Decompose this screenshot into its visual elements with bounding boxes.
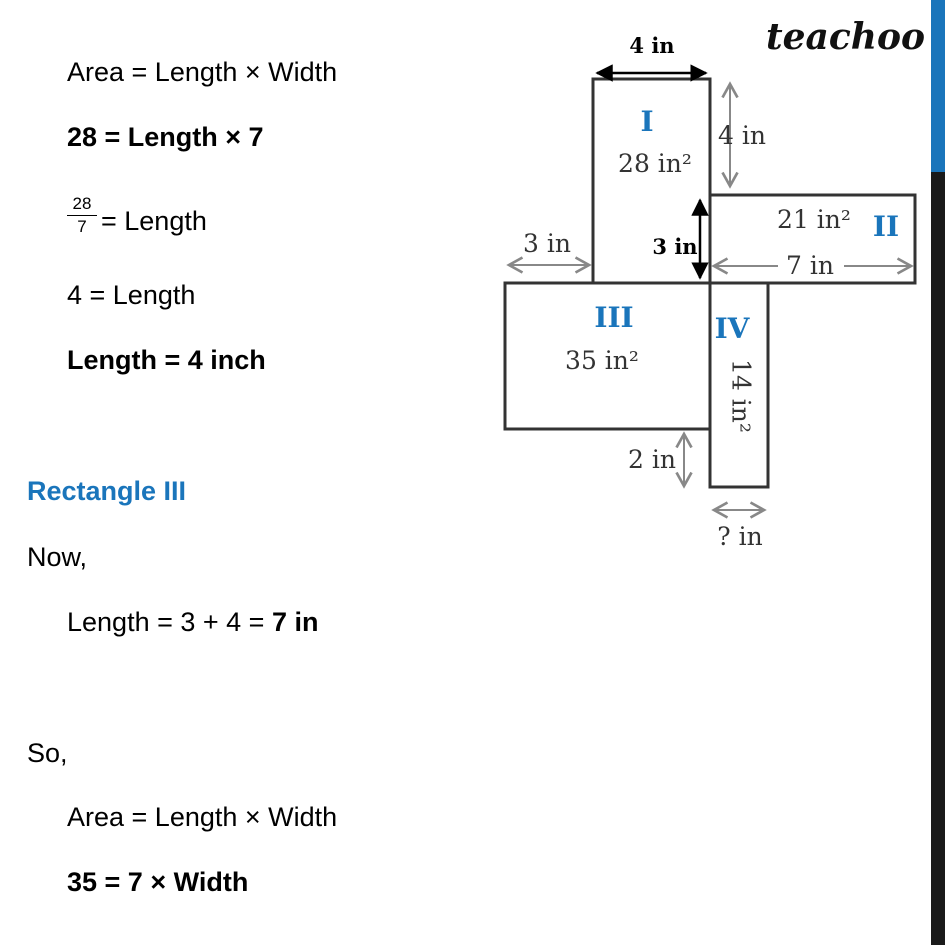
- inner-dim-label: 3 in: [652, 234, 697, 259]
- left-dim-label: 3 in: [523, 229, 571, 258]
- section-heading-rectangle-iii: Rectangle III: [27, 476, 187, 506]
- equation-equals-length: = Length: [101, 206, 207, 236]
- equation-area-formula-2: Area = Length × Width: [67, 802, 338, 832]
- teachoo-logo: teachoo: [766, 16, 925, 58]
- equation-4-length: 4 = Length: [67, 280, 196, 310]
- equation-length-sum-prefix: Length = 3 + 4 =: [67, 607, 272, 637]
- rect3-area-label: 35 in²: [565, 346, 639, 375]
- unknown-dim-label: ? in: [717, 522, 762, 551]
- equation-28-length-7: 28 = Length × 7: [67, 122, 264, 152]
- rect3-roman-label: III: [594, 301, 633, 334]
- rect1-side-label: 4 in: [718, 121, 766, 150]
- right-sidebar-bar: [931, 0, 945, 945]
- bottom-dim-label: 2 in: [628, 445, 676, 474]
- rect4-area-label: 14 in²: [727, 359, 756, 433]
- sidebar-accent: [931, 0, 945, 172]
- fraction-28-over-7: 28 7: [67, 194, 97, 237]
- rect4-roman-label: IV: [715, 312, 751, 345]
- rect2-len-label: 7 in: [786, 251, 834, 280]
- rect1-roman-label: I: [640, 105, 653, 138]
- rect2-area-label: 21 in²: [777, 205, 851, 234]
- rectangle-ii: [708, 193, 917, 285]
- fraction-denominator: 7: [77, 217, 87, 236]
- equation-length-4-inch: Length = 4 inch: [67, 345, 266, 375]
- equation-35-7-width: 35 = 7 × Width: [67, 867, 249, 897]
- rect1-area-label: 28 in²: [618, 149, 692, 178]
- equation-area-formula-1: Area = Length × Width: [67, 57, 338, 87]
- top-dim-label: 4 in: [629, 33, 674, 58]
- rectangle-iv: [708, 281, 770, 489]
- equation-length-sum-result: 7 in: [271, 607, 319, 637]
- rect2-roman-label: II: [873, 210, 899, 243]
- text-now: Now,: [27, 542, 88, 572]
- equation-length-sum: Length = 3 + 4 = 7 in: [67, 606, 318, 638]
- fraction-numerator: 28: [67, 194, 97, 216]
- text-so: So,: [27, 738, 68, 768]
